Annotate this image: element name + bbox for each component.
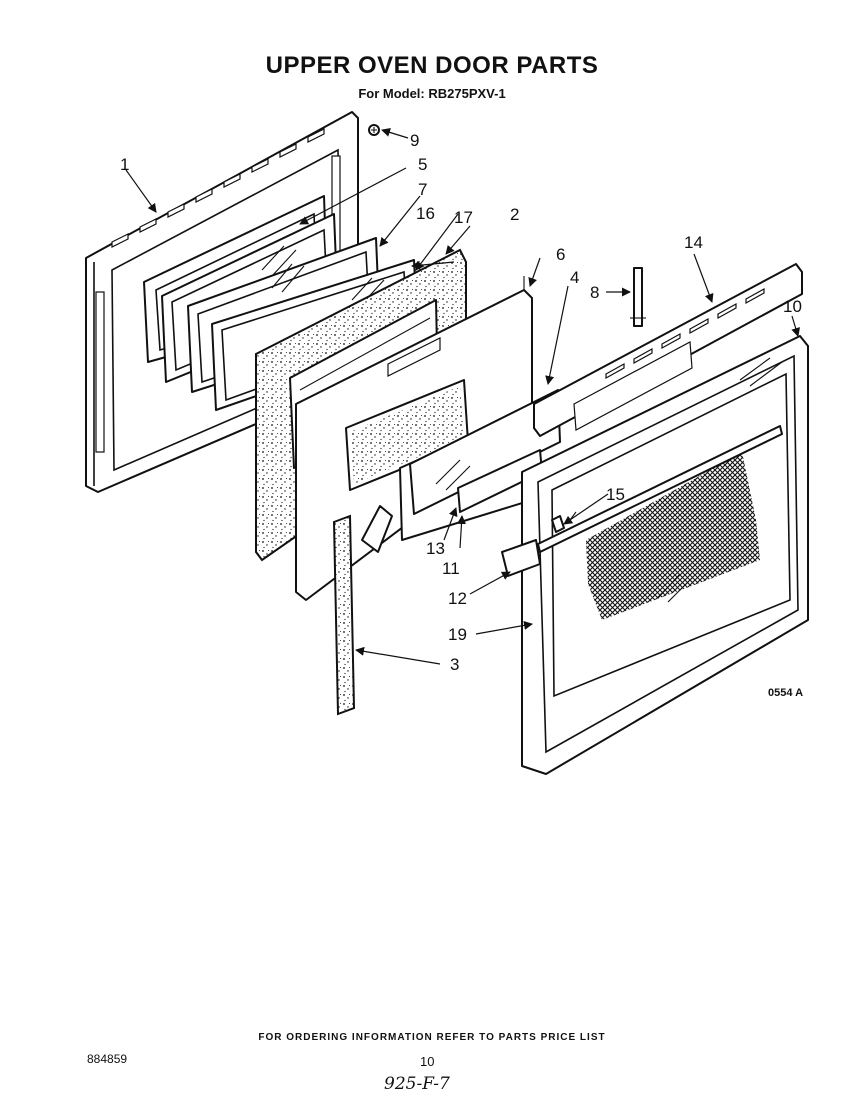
callout-11: 11 [442, 559, 460, 578]
callout-14: 14 [684, 233, 703, 252]
callout-5: 5 [418, 155, 427, 174]
document-number: 884859 [87, 1052, 128, 1066]
vent-trim [533, 263, 803, 437]
callout-8: 8 [590, 283, 599, 302]
callout-13: 13 [426, 539, 445, 558]
leader-lines [125, 128, 801, 665]
callout-12: 12 [448, 589, 467, 608]
hinge-bracket [501, 511, 577, 577]
spring-bracket [630, 267, 646, 327]
callout-10: 10 [783, 297, 802, 316]
page-number: 10 [420, 1054, 435, 1069]
outer-door-assembly [521, 335, 809, 775]
callout-9: 9 [410, 131, 419, 150]
side-insulation-strip [332, 514, 356, 716]
page-title: UPPER OVEN DOOR PARTS [265, 52, 599, 79]
callout-4: 4 [570, 268, 579, 287]
callout-2: 2 [510, 205, 519, 224]
handwritten-note: 925-F-7 [384, 1074, 450, 1094]
diagram-code: 0554 A [768, 687, 804, 699]
callout-17: 17 [454, 208, 473, 227]
callout-15: 15 [606, 485, 625, 504]
callout-1: 1 [120, 155, 129, 174]
door-clip [361, 505, 393, 553]
callout-19: 19 [448, 625, 467, 644]
callout-6: 6 [556, 245, 565, 264]
callout-16: 16 [416, 204, 435, 223]
ordering-note: FOR ORDERING INFORMATION REFER TO PARTS … [258, 1032, 606, 1043]
callout-labels: 1 2 3 4 5 6 7 8 9 10 11 12 13 14 15 16 1… [120, 131, 802, 674]
model-subtitle: For Model: RB275PXV-1 [358, 86, 506, 101]
window-trim [409, 389, 561, 515]
screw [368, 124, 380, 136]
callout-7: 7 [418, 180, 427, 199]
callout-3: 3 [450, 655, 459, 674]
